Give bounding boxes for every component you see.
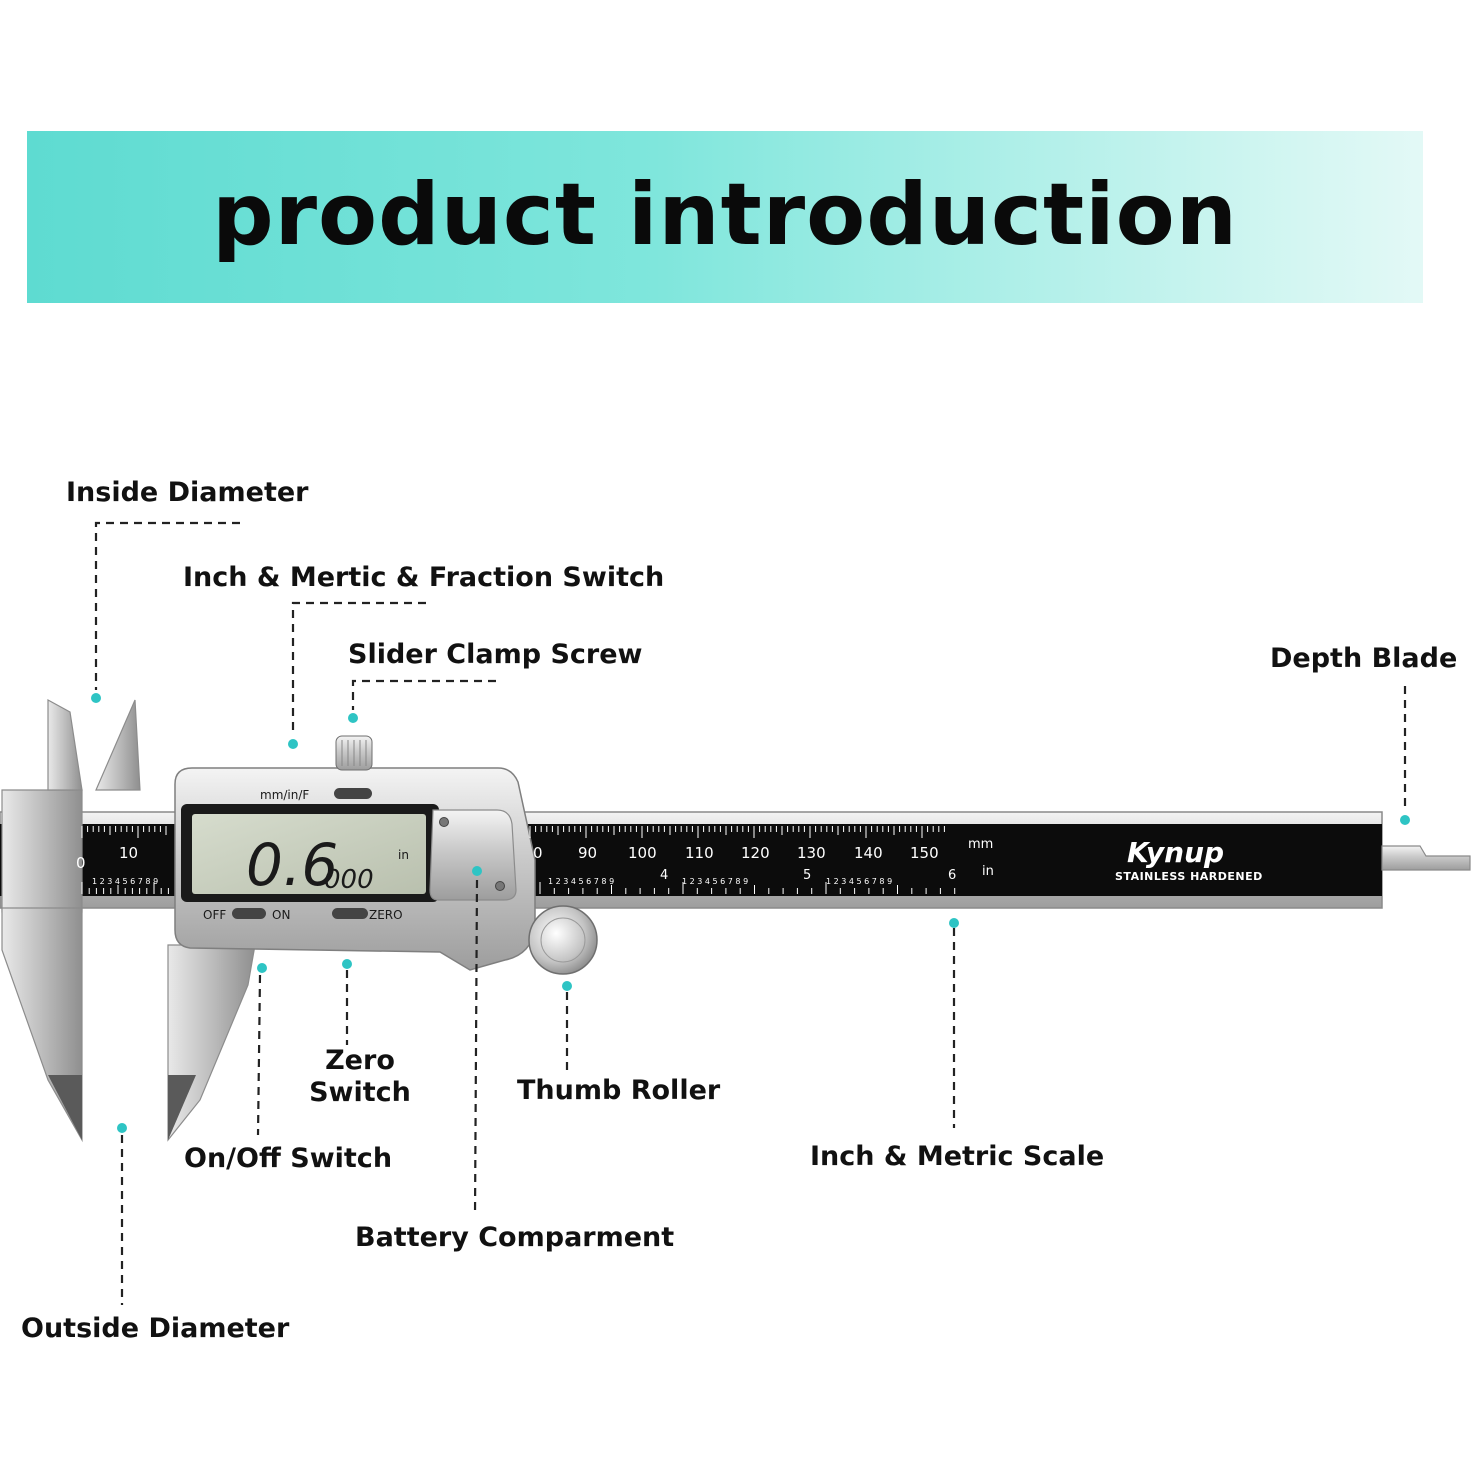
outside-jaw-slide [167, 944, 256, 1142]
display-unit: in [398, 848, 409, 862]
banner-title: product introduction [212, 165, 1238, 265]
inside-jaw-fixed [47, 698, 83, 791]
inch-number-5: 5 [803, 868, 811, 883]
mode-button-label: mm/in/F [260, 788, 309, 802]
scale-ticks [81, 826, 956, 894]
mm-number-100: 100 [628, 844, 657, 862]
dot-thumb-roller [562, 981, 572, 991]
label-outside-diameter: Outside Diameter [21, 1313, 290, 1344]
sliding-jaw [95, 699, 256, 1142]
dot-scale [949, 918, 959, 928]
label-depth-blade: Depth Blade [1270, 643, 1458, 674]
dot-inside-diameter [91, 693, 101, 703]
depth-blade [1381, 845, 1471, 871]
unit-in: in [982, 864, 994, 879]
mm-number-10: 10 [119, 844, 138, 862]
inside-jaw-slide [95, 699, 141, 791]
mm-number-120: 120 [741, 844, 770, 862]
display-main-value: 0.6 [246, 831, 338, 899]
accent-dots [91, 693, 1410, 1133]
label-inside-diameter: Inside Diameter [66, 477, 309, 508]
mm-number-150: 150 [910, 844, 939, 862]
dot-outside-diameter [117, 1123, 127, 1133]
label-zero-switch-line2: Switch [309, 1077, 411, 1108]
on-off-button [232, 908, 266, 919]
zero-label: ZERO [369, 908, 403, 922]
leader-lines [94, 521, 1407, 1305]
dot-unit-switch [288, 739, 298, 749]
inch-digits-3: 1 2 3 4 5 6 7 8 9 [826, 877, 892, 886]
label-on-off-switch: On/Off Switch [184, 1143, 393, 1174]
dot-on-off [257, 963, 267, 973]
fixed-jaw [1, 698, 83, 1143]
inch-number-6: 6 [948, 868, 956, 883]
mm-number-140: 140 [854, 844, 883, 862]
unit-mm: mm [968, 837, 993, 852]
dot-battery [472, 866, 482, 876]
label-zero-switch-line1: Zero [325, 1045, 395, 1076]
mode-button [334, 788, 372, 799]
inch-digits-left: 1 2 3 4 5 6 7 8 9 [92, 877, 158, 886]
thumb-roller [528, 905, 598, 975]
label-inch-metric-scale: Inch & Metric Scale [810, 1141, 1105, 1172]
inch-digits-2: 1 2 3 4 5 6 7 8 9 [682, 877, 748, 886]
label-battery-compartment: Battery Comparment [355, 1222, 675, 1253]
battery-cover [429, 809, 517, 901]
label-thumb-roller: Thumb Roller [517, 1075, 721, 1106]
brand-subtitle: STAINLESS HARDENED [1115, 870, 1263, 883]
mm-number-110: 110 [685, 844, 714, 862]
label-slider-clamp-screw: Slider Clamp Screw [348, 639, 643, 670]
on-label: ON [272, 908, 290, 922]
display-small-digits: 000 [324, 865, 374, 895]
inch-digits-1: 1 2 3 4 5 6 7 8 9 [548, 877, 614, 886]
label-zero-switch: Zero Switch [305, 1045, 415, 1109]
mm-number-90: 90 [578, 844, 597, 862]
title-banner: product introduction [27, 131, 1423, 303]
mm-number-0b: 0 [533, 844, 543, 862]
label-unit-switch: Inch & Mertic & Fraction Switch [183, 562, 665, 593]
dot-zero [342, 959, 352, 969]
inch-number-4: 4 [660, 868, 668, 883]
dot-depth-blade [1400, 815, 1410, 825]
slider-body [174, 735, 598, 975]
mm-number-0: 0 [76, 854, 86, 872]
zero-button [332, 908, 368, 919]
dot-clamp-screw [348, 713, 358, 723]
brand-logo: Kynup [1127, 836, 1224, 869]
off-label: OFF [203, 908, 226, 922]
mm-number-130: 130 [797, 844, 826, 862]
lcd-screen [192, 814, 426, 894]
